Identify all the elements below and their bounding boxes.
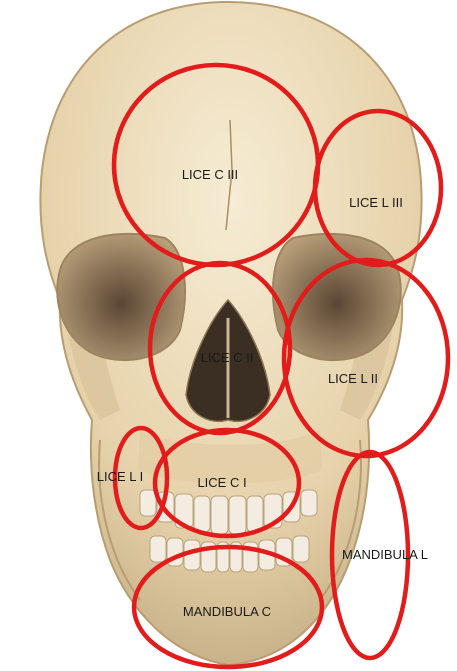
label-lice-l-i: LICE L I [97, 469, 143, 484]
label-lice-c-i: LICE C I [197, 475, 246, 490]
label-mandibula-l: MANDIBULA L [342, 547, 428, 562]
skull-illustration [40, 2, 421, 665]
label-lice-l-ii: LICE L II [328, 371, 378, 386]
label-lice-l-iii: LICE L III [349, 195, 403, 210]
label-lice-c-ii: LICE C II [201, 350, 254, 365]
label-lice-c-iii: LICE C III [182, 167, 238, 182]
right-orbit [273, 234, 401, 360]
label-mandibula-c: MANDIBULA C [183, 604, 271, 619]
